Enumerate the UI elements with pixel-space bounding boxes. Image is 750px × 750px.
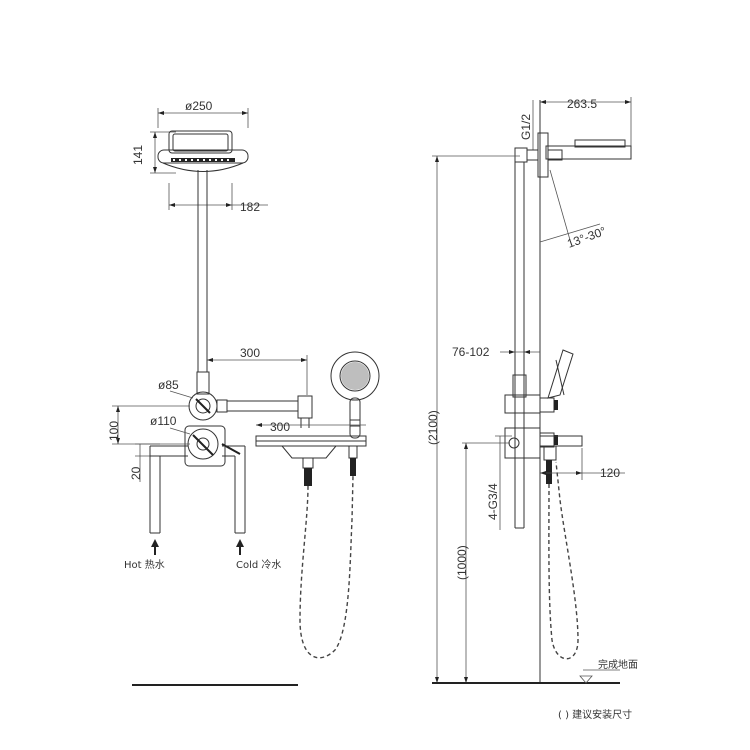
shelf-length-label: 300 (270, 420, 290, 434)
thermostatic-valve: ø110 (150, 414, 241, 467)
riser-pipe-side (514, 162, 525, 529)
head-diameter-dim: ø250 (157, 99, 249, 128)
diverter-diameter-label: ø85 (158, 378, 179, 392)
hand-shower (330, 351, 380, 439)
floor-label: 完成地面 (598, 658, 638, 671)
arm-length-dim: 300 (207, 346, 308, 395)
finished-floor: 完成地面 (432, 658, 638, 684)
legend-note: ( ) 建议安装尺寸 (558, 708, 632, 721)
head-nozzles (171, 158, 235, 162)
inlet-height-dim: (1000) (455, 442, 510, 683)
total-height-dim: (2100) (426, 155, 520, 683)
top-thread-label: G1/2 (519, 114, 533, 140)
overhang-label: 263.5 (567, 97, 597, 111)
inlet-height-label: (1000) (455, 545, 469, 580)
arm-length-label: 300 (240, 346, 260, 360)
overhang-dim: 263.5 (540, 97, 632, 150)
head-diameter-label: ø250 (185, 99, 213, 113)
cold-arrow (236, 539, 244, 555)
valve-spacing-label: 100 (107, 421, 121, 441)
diverter-body: ø85 (158, 371, 218, 421)
inlet-thread-dim: 4-G3/4 (486, 435, 512, 530)
head-plate-width-dim: 182 (168, 183, 268, 214)
shelf-front (255, 435, 367, 486)
valve-spacing-dim: 100 (107, 405, 190, 445)
cold-label: Cold 冷水 (236, 558, 281, 571)
valve-diameter-label: ø110 (150, 414, 177, 428)
valve-side (504, 374, 583, 484)
hot-arrow (151, 539, 159, 555)
hot-label: Hot 热水 (124, 558, 165, 571)
riser-pipe-front (197, 170, 208, 372)
tilt-angle-dim: 13°-30° (539, 169, 608, 251)
side-view: 263.5 G1/2 13°-30° (426, 97, 638, 684)
handset-range-label: 76-102 (452, 345, 490, 359)
shelf-length-dim: 300 (256, 420, 366, 434)
total-height-label: (2100) (426, 410, 440, 445)
inlet-offset-dim: 20 (129, 443, 160, 482)
cold-inlet-pipe (222, 445, 246, 534)
head-height-dim: 141 (131, 131, 176, 174)
handset-arm (216, 395, 313, 428)
hand-shower-side (547, 349, 574, 399)
hot-inlet-pipe (149, 445, 188, 534)
rain-shower-head (157, 130, 249, 172)
top-thread-dim: G1/2 (519, 100, 534, 150)
front-view: ø250 141 (107, 99, 380, 686)
hose-side (548, 461, 579, 660)
inlet-offset-label: 20 (129, 466, 143, 480)
shelf-depth-label: 120 (600, 466, 620, 480)
hose-front (299, 475, 354, 659)
inlet-thread-label: 4-G3/4 (486, 483, 500, 520)
shelf-depth-dim: 120 (540, 448, 625, 480)
head-height-label: 141 (131, 145, 145, 165)
head-side (514, 132, 632, 178)
handset-range-dim: 76-102 (452, 345, 540, 359)
head-plate-width-label: 182 (240, 200, 260, 214)
